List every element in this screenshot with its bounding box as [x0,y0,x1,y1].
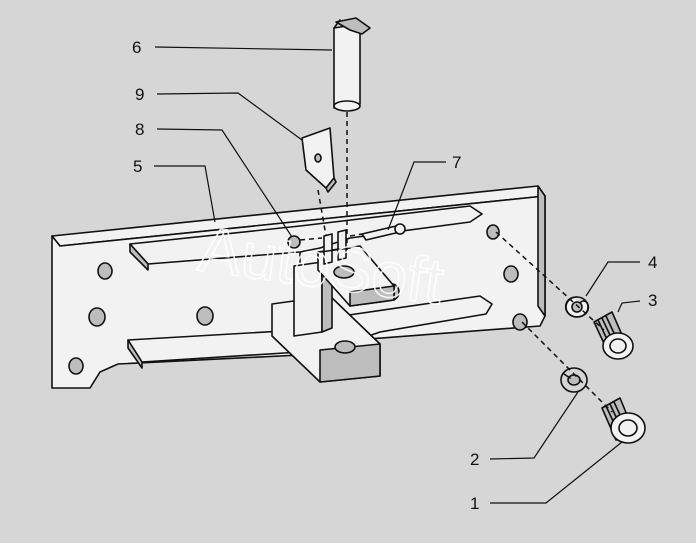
callout-9: 9 [135,85,144,104]
pin-part-6 [333,17,371,112]
ball-part-8 [287,235,301,249]
callout-2: 2 [470,450,479,469]
assembly-axes [299,112,613,413]
lock-washer-part-2 [560,367,588,393]
latch-bracket [271,229,395,383]
lock-washer-part-4 [564,296,590,318]
callout-5: 5 [133,157,142,176]
tab-plate-part-9 [301,127,337,193]
bolt-part-1 [601,397,646,444]
callout-4: 4 [648,253,657,272]
callout-8: 8 [135,120,144,139]
callout-3: 3 [648,291,657,310]
cotter-pin-part-7 [361,223,406,241]
callout-6: 6 [132,38,141,57]
callout-labels: 6 9 8 5 7 4 3 2 1 [132,38,657,513]
callout-1: 1 [470,494,479,513]
upper-spring-arm [129,205,483,271]
leader-lines [154,46,641,504]
callout-7: 7 [452,153,461,172]
bolt-part-3 [593,311,634,360]
